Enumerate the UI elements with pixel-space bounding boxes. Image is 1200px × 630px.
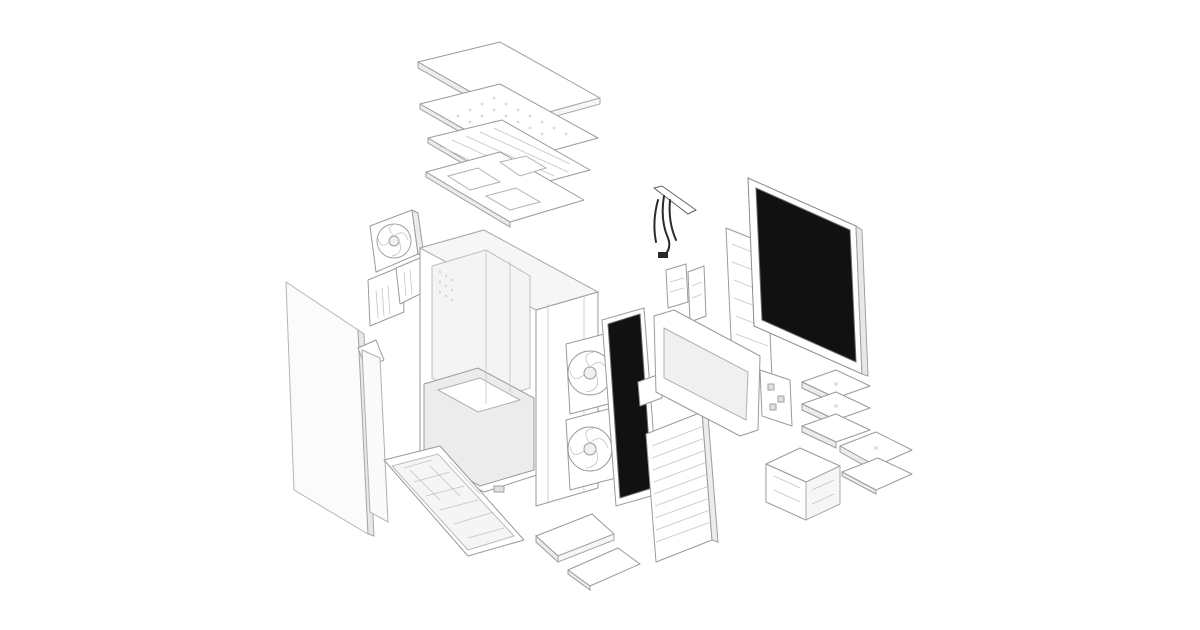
side-panel-black [747,177,869,377]
psu-shroud-side [653,309,761,437]
hdd-cage-bracket [759,369,793,427]
ssd-tray-2 [567,547,641,591]
drive-bracket-small [665,263,707,323]
right-side-panel-frame [357,339,389,523]
tempered-glass-side-panel [285,281,375,537]
rear-fan [369,209,425,273]
front-fan-top [565,331,617,415]
front-dust-filter [601,307,659,507]
cable-harness [652,185,697,258]
front-fan-bottom [565,407,617,491]
hdd-tray-stack [801,369,913,495]
rear-io-bracket [367,257,425,327]
top-fan-bracket [425,151,585,228]
bottom-dust-filter [383,445,525,557]
hdd-cage [765,447,841,521]
ssd-tray-1 [535,513,615,564]
